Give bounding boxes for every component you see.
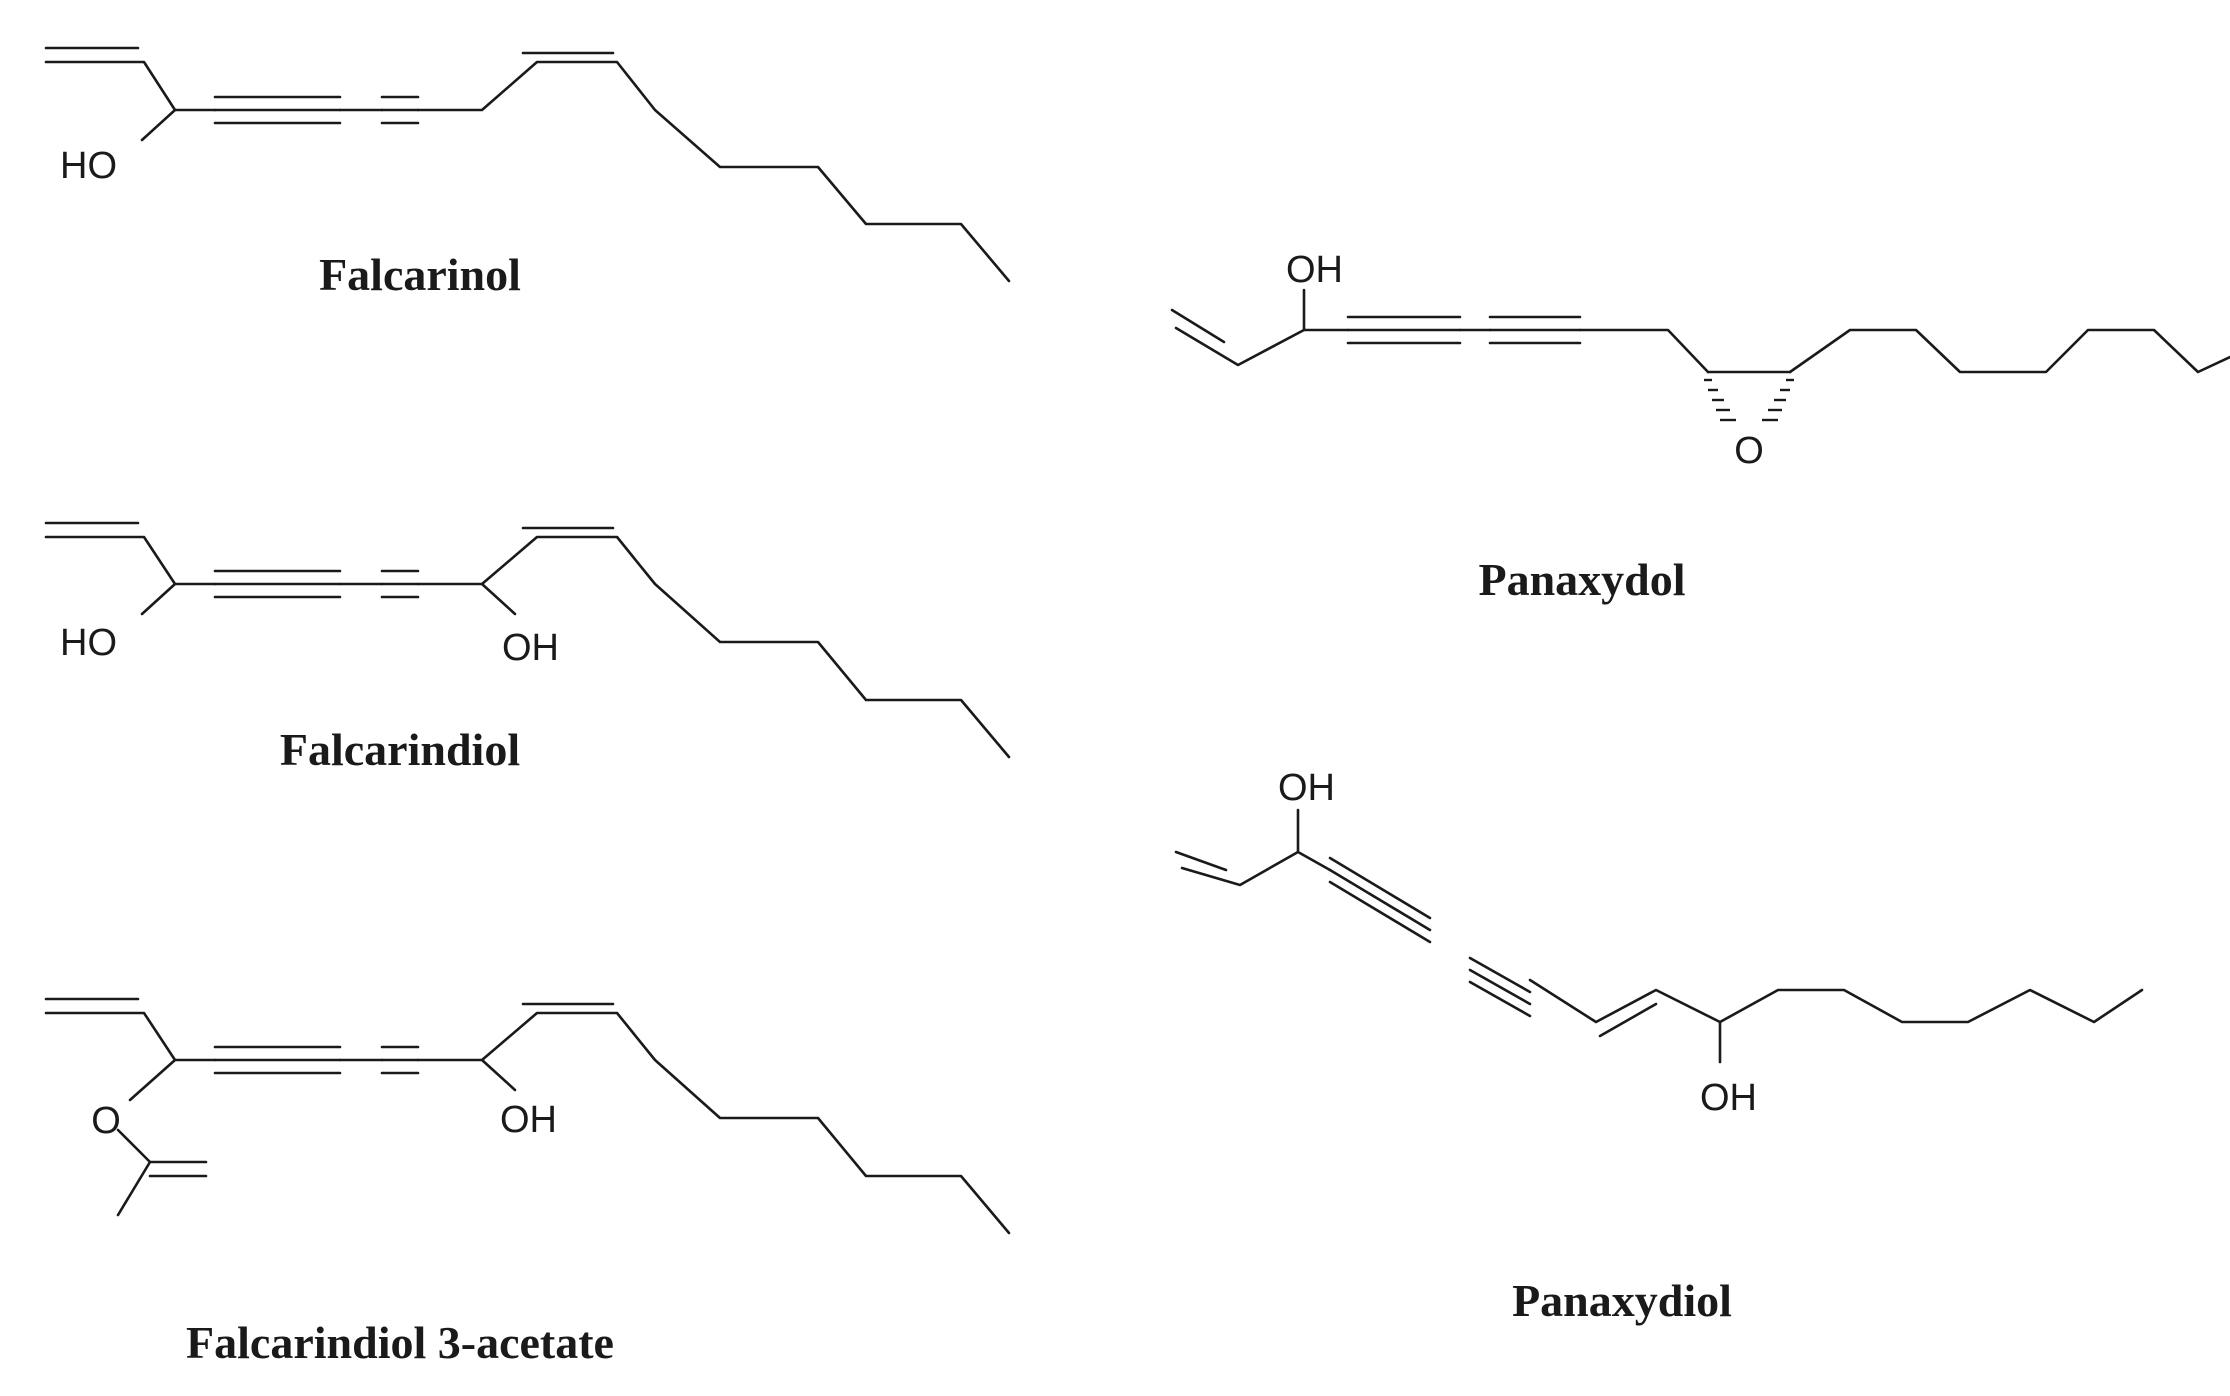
panaxydiol-oh-label-top: OH: [1278, 767, 1335, 809]
panaxydiol-skeleton: [1180, 850, 2144, 1024]
panaxydiol-structure: OH OH Panaxydiol: [1174, 767, 2144, 1326]
panaxydol-skeleton: [1174, 326, 2230, 374]
panaxydol-name: Panaxydol: [1478, 554, 1685, 605]
falcarinol-skeleton: [44, 60, 1011, 283]
falcarindiol-ho-label: HO: [60, 622, 117, 664]
panaxydol-multiple-bonds: [1170, 308, 1582, 345]
panaxydiol-name: Panaxydiol: [1512, 1275, 1732, 1326]
falcarindiol-3-acetate-ester-bonds: [116, 1058, 208, 1217]
falcarindiol-3-acetate-c8-oh-bond: [480, 1058, 517, 1092]
falcarindiol-3-acetate-name: Falcarindiol 3-acetate: [186, 1317, 614, 1368]
falcarinol-multiple-bonds: [44, 46, 615, 125]
falcarindiol-c3-oh-bond: [140, 582, 177, 616]
falcarindiol-name: Falcarindiol: [280, 724, 520, 775]
falcarinol-c3-oh-bond: [140, 108, 177, 142]
panaxydol-epoxide-o-label: O: [1734, 430, 1764, 472]
falcarindiol-3-acetate-structure: O OH Falcarindiol 3-acetate: [44, 997, 1011, 1368]
falcarindiol-c8-oh-bond: [480, 582, 517, 616]
falcarindiol-skeleton: [44, 535, 1011, 759]
falcarinol-name: Falcarinol: [319, 249, 521, 300]
falcarindiol-oh-label: OH: [502, 627, 559, 669]
falcarindiol-structure: HO OH Falcarindiol: [44, 521, 1011, 775]
falcarindiol-multiple-bonds: [44, 521, 615, 599]
panaxydol-structure: OH O Panaxydol: [1170, 249, 2230, 605]
falcarindiol-3-acetate-multiple-bonds: [44, 997, 615, 1075]
panaxydol-oh-label: OH: [1286, 249, 1343, 291]
panaxydol-epoxide-hashed-bonds: [1704, 378, 1794, 422]
falcarindiol-3-acetate-oh-label: OH: [500, 1099, 557, 1141]
falcarinol-ho-label: HO: [60, 145, 117, 187]
falcarinol-structure: HO Falcarinol: [44, 46, 1011, 300]
falcarindiol-3-acetate-skeleton: [44, 1011, 1011, 1235]
panaxydiol-multiple-bonds: [1174, 850, 1658, 1038]
falcarindiol-3-acetate-ester-o-label: O: [91, 1100, 121, 1142]
panaxydiol-oh-label-bottom: OH: [1700, 1077, 1757, 1119]
